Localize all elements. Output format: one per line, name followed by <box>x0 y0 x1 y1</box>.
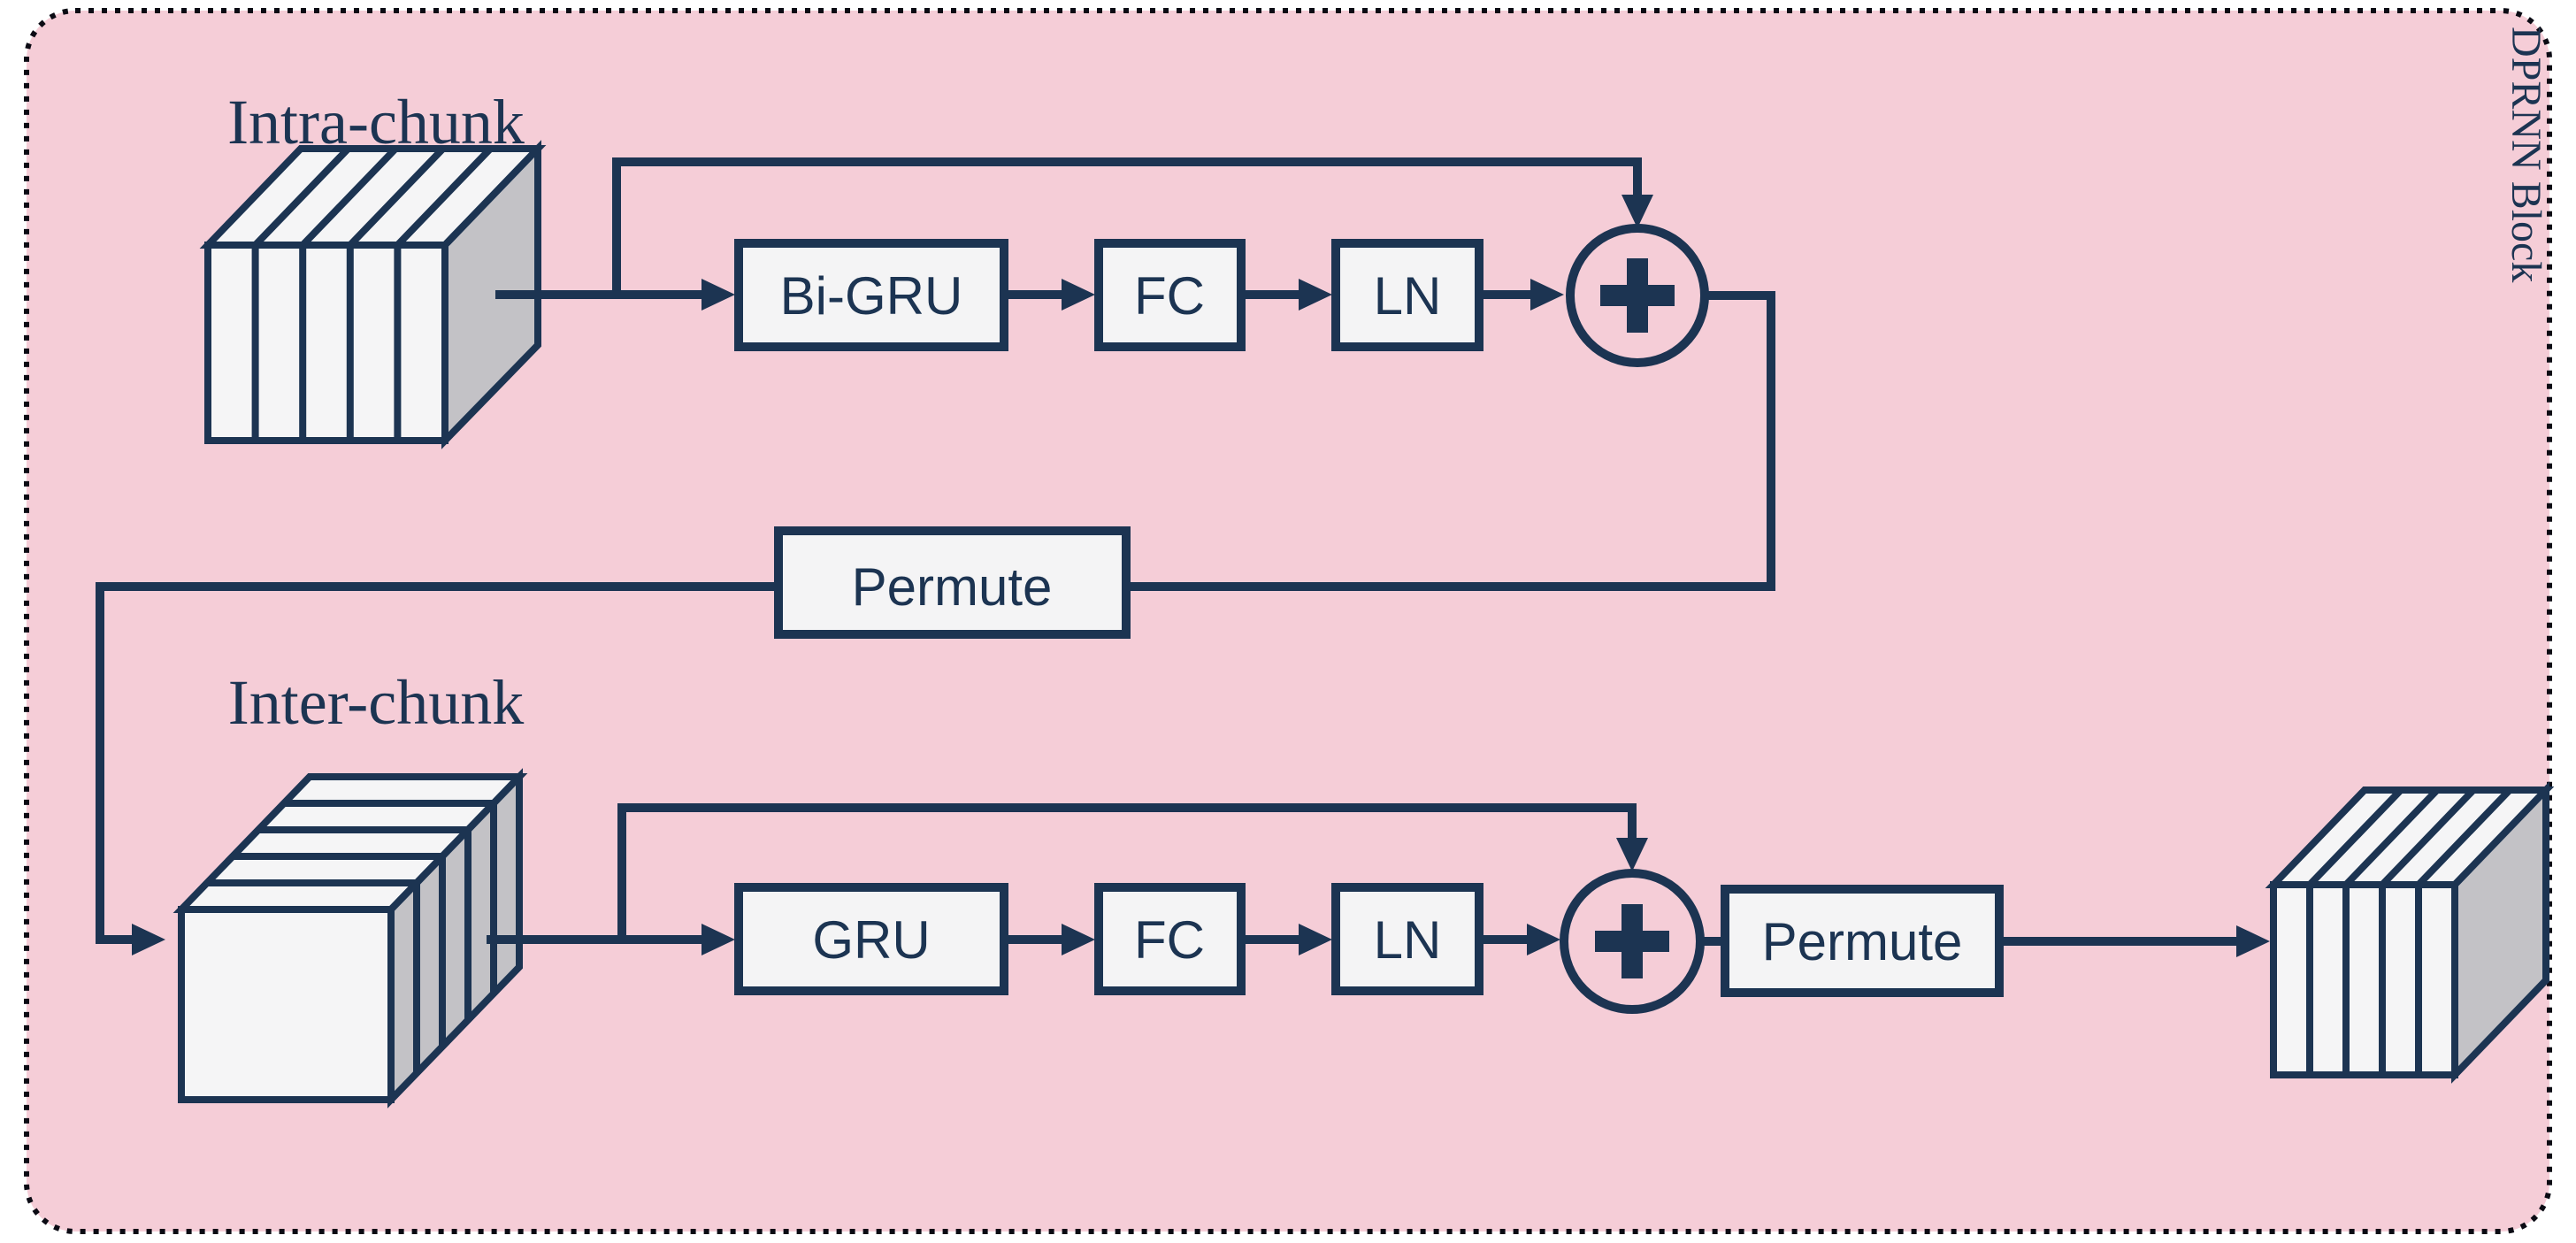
inter-cube-top-slices <box>207 800 494 886</box>
arrowhead-into-ln-bottom <box>1299 924 1332 955</box>
arrowhead-into-bigru <box>702 279 735 311</box>
ln-top-label: LN <box>1374 266 1442 326</box>
arrowhead-into-ln-top <box>1299 279 1332 311</box>
permute-bottom-label: Permute <box>1762 912 1963 971</box>
intra-cube-front-slices <box>251 245 402 441</box>
arrowhead-skip-into-sum-top <box>1622 195 1653 228</box>
output-cube-front-face <box>2270 881 2458 1078</box>
ln-bottom-label: LN <box>1374 910 1442 970</box>
fc-top-label: FC <box>1134 266 1205 326</box>
sum-node-bottom <box>1560 869 1705 1014</box>
inter-cube-side-slices <box>413 803 497 1073</box>
inter-chunk-tensor-icon <box>172 768 528 1109</box>
permute-bottom-box <box>1721 885 2004 997</box>
sum-node-top <box>1566 224 1709 367</box>
output-cube-top-slices <box>2307 787 2512 887</box>
intra-cube-front-face <box>204 242 448 444</box>
fc-bottom-box <box>1094 883 1246 995</box>
inter-chunk-label: Inter-chunk <box>228 667 524 738</box>
sum-top-to-permute-line <box>1126 291 1775 591</box>
permute-mid-box <box>774 526 1131 639</box>
plus-icon <box>1595 904 1669 978</box>
gru-label: GRU <box>812 910 930 970</box>
output-cube-front-slices <box>2306 885 2422 1075</box>
intra-chunk-tensor-icon <box>199 140 547 449</box>
arrowhead-into-inter-cube <box>132 924 165 955</box>
arrowhead-into-output-cube <box>2236 925 2270 957</box>
intra-skip-connection-line <box>612 157 1642 295</box>
intra-cube-top-slices <box>252 146 494 248</box>
arrowhead-into-fc-top <box>1062 279 1095 311</box>
bigru-label: Bi-GRU <box>780 266 963 326</box>
inter-skip-connection-line <box>617 803 1637 940</box>
permute-mid-label: Permute <box>852 557 1053 617</box>
fc-bottom-label: FC <box>1134 910 1205 970</box>
arrowhead-into-fc-bottom <box>1062 924 1095 955</box>
inter-cube-front-face <box>178 906 395 1103</box>
plus-icon <box>1600 258 1675 333</box>
bigru-box <box>734 239 1008 351</box>
dprnn-block-title: DPRNN Block <box>2503 27 2549 282</box>
permute-to-inter-line <box>96 582 778 944</box>
arrowhead-into-sum-top <box>1530 279 1564 311</box>
intra-chunk-label: Intra-chunk <box>227 87 525 157</box>
arrowhead-into-gru <box>702 924 735 955</box>
arrowhead-skip-into-sum-bottom <box>1616 838 1648 871</box>
arrowhead-into-sum-bottom <box>1527 924 1560 955</box>
output-tensor-icon <box>2265 781 2555 1084</box>
